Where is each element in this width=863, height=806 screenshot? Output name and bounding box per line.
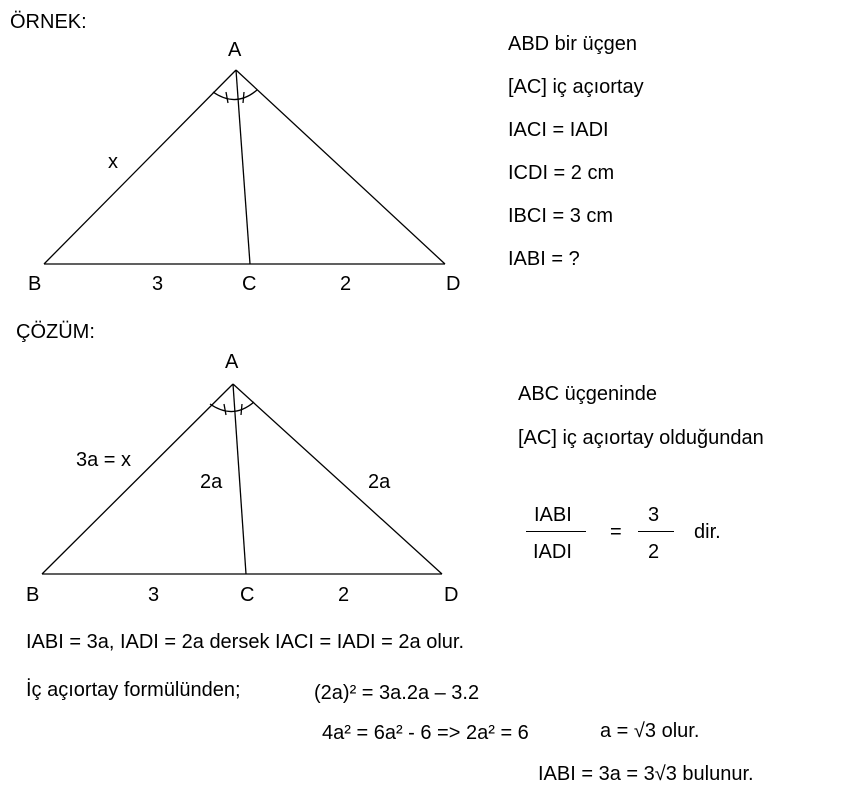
solution-angle-tick-1 <box>223 403 227 416</box>
given-line-2: [AC] iç açıortay <box>508 76 644 98</box>
example-bisector-ac <box>235 69 251 265</box>
solution-vertex-d: D <box>444 584 459 606</box>
example-vertex-c: C <box>242 273 257 295</box>
solution-line-3-result: a = √3 olur. <box>600 720 700 742</box>
given-line-3: IACI = IADI <box>508 119 609 141</box>
solution-side-ad <box>232 383 443 575</box>
ratio-bar-left <box>526 531 586 532</box>
solution-ad-label: 2a <box>368 471 391 493</box>
example-angle-tick-2 <box>242 91 245 104</box>
solution-angle-arc <box>209 401 255 413</box>
ratio-den-left: IADI <box>533 541 572 563</box>
solution-cd-label: 2 <box>338 584 350 606</box>
example-vertex-a: A <box>228 39 242 61</box>
example-cd-label: 2 <box>340 273 352 295</box>
ratio-bar-right <box>638 531 674 532</box>
solution-vertex-a: A <box>225 351 239 373</box>
example-side-label-x: x <box>108 151 118 173</box>
solution-line-2-eq: (2a)² = 3a.2a – 3.2 <box>314 682 480 704</box>
solution-side-ab <box>41 383 234 575</box>
solution-ab-label: 3a = x <box>76 449 132 471</box>
solution-triangle <box>41 383 443 575</box>
example-side-ad <box>235 69 446 265</box>
solution-note-2: [AC] iç açıortay olduğundan <box>518 427 764 449</box>
example-angle-arc <box>212 89 258 101</box>
ratio-num-right: 3 <box>648 504 660 526</box>
given-line-6: IABI = ? <box>508 248 580 270</box>
example-heading: ÖRNEK: <box>10 11 87 33</box>
solution-ac-label: 2a <box>200 471 223 493</box>
ratio-equals: = <box>610 521 622 543</box>
given-line-5: IBCI = 3 cm <box>508 205 614 227</box>
example-side-ab <box>43 69 237 265</box>
given-line-1: ABD bir üçgen <box>508 33 637 55</box>
ratio-num-left: IABI <box>534 504 572 526</box>
solution-vertex-b: B <box>26 584 40 606</box>
example-bc-label: 3 <box>152 273 164 295</box>
solution-heading: ÇÖZÜM: <box>16 321 95 343</box>
solution-note-1: ABC üçgeninde <box>518 383 657 405</box>
ratio-suffix: dir. <box>694 521 721 543</box>
example-vertex-b: B <box>28 273 42 295</box>
solution-bisector-ac <box>232 383 247 575</box>
solution-bc-label: 3 <box>148 584 160 606</box>
solution-line-1: IABI = 3a, IADI = 2a dersek IACI = IADI … <box>26 631 465 653</box>
solution-line-3-eq: 4a² = 6a² - 6 => 2a² = 6 <box>322 722 529 744</box>
ratio-den-right: 2 <box>648 541 660 563</box>
solution-vertex-c: C <box>240 584 255 606</box>
solution-line-4: IABI = 3a = 3√3 bulunur. <box>538 763 754 785</box>
solution-angle-tick-2 <box>240 403 243 416</box>
given-line-4: ICDI = 2 cm <box>508 162 615 184</box>
example-vertex-d: D <box>446 273 461 295</box>
example-angle-tick-1 <box>225 91 229 104</box>
example-triangle <box>43 69 446 265</box>
solution-line-2-label: İç açıortay formülünden; <box>26 679 241 701</box>
